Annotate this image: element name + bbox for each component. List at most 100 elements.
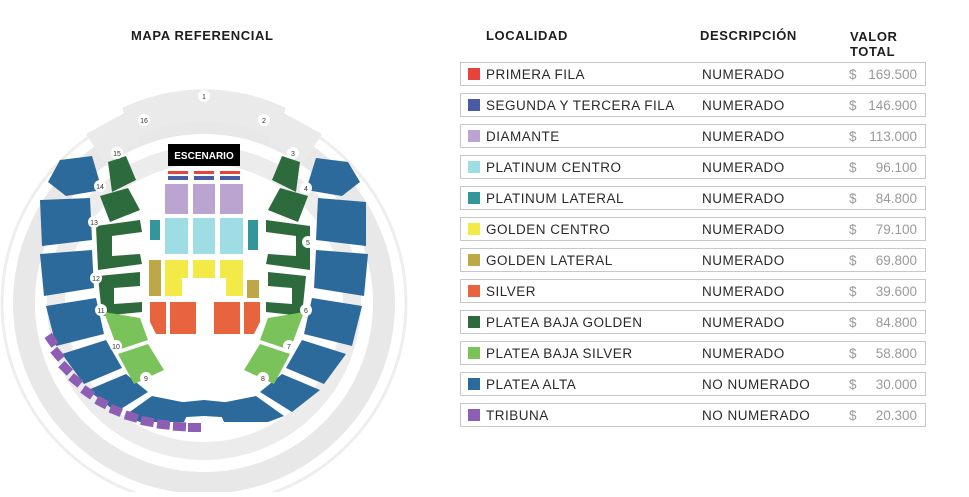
- seat-description: NUMERADO: [702, 315, 785, 330]
- platea-alta-right-4[interactable]: [304, 298, 362, 346]
- golden-centro-sections[interactable]: [165, 260, 243, 296]
- currency-symbol: $: [849, 129, 857, 144]
- currency-symbol: $: [849, 315, 857, 330]
- platinum-centro-sections[interactable]: [165, 218, 243, 254]
- section-number-4: 4: [304, 186, 308, 193]
- platea-baja-golden-5[interactable]: [266, 220, 310, 270]
- seat-description: NO NUMERADO: [702, 408, 811, 423]
- platea-alta-right-6[interactable]: [260, 374, 320, 412]
- section-number-2: 2: [262, 118, 266, 125]
- platea-alta-left-4[interactable]: [46, 298, 104, 346]
- seat-description: NUMERADO: [702, 284, 785, 299]
- currency-symbol: $: [849, 253, 857, 268]
- upper-ring-gray: [13, 112, 395, 494]
- header-locality: LOCALIDAD: [486, 28, 568, 43]
- platea-baja-golden-3[interactable]: [272, 156, 300, 192]
- locality-name: GOLDEN CENTRO: [486, 222, 611, 237]
- platea-alta-left-5[interactable]: [62, 340, 122, 384]
- venue-map: ESCENARIO: [0, 50, 460, 497]
- section-number-7: 7: [287, 344, 291, 351]
- price-amount: 84.800: [875, 315, 917, 330]
- platea-alta-left-1[interactable]: [48, 156, 102, 196]
- color-swatch: [468, 223, 480, 235]
- section-number-11: 11: [97, 308, 104, 315]
- price-amount: 169.500: [868, 67, 917, 82]
- platea-alta-right-1[interactable]: [306, 158, 360, 196]
- section-number-3: 3: [291, 151, 295, 158]
- platea-alta-right-3[interactable]: [314, 250, 368, 296]
- section-numbers: 1 2 3 4 5 6 7 8 9 10 11 12 13 14 15 16: [88, 90, 314, 384]
- currency-symbol: $: [849, 191, 857, 206]
- section-16-block[interactable]: [86, 112, 138, 162]
- diamante-sections[interactable]: [165, 184, 243, 214]
- seat-description: NUMERADO: [702, 98, 785, 113]
- seat-description: NUMERADO: [702, 129, 785, 144]
- locality-name: PLATEA ALTA: [486, 377, 577, 392]
- seat-description: NO NUMERADO: [702, 377, 811, 392]
- segunda-tercera-fila-rows[interactable]: [168, 176, 240, 180]
- section-1-block[interactable]: [122, 89, 286, 138]
- golden-lateral-left[interactable]: [149, 260, 161, 296]
- section-number-5: 5: [306, 240, 310, 247]
- color-swatch: [468, 285, 480, 297]
- section-number-8: 8: [261, 376, 265, 383]
- platea-baja-golden-4[interactable]: [268, 188, 308, 222]
- price-amount: 69.800: [875, 253, 917, 268]
- platea-alta-right-2[interactable]: [316, 198, 366, 246]
- platea-baja-golden-15[interactable]: [108, 156, 136, 192]
- platea-baja-golden-13[interactable]: [96, 220, 142, 270]
- locality-name: PRIMERA FILA: [486, 67, 586, 82]
- platea-alta-left-6[interactable]: [88, 374, 148, 412]
- platea-alta-right-5[interactable]: [286, 340, 346, 384]
- seat-description: NUMERADO: [702, 222, 785, 237]
- currency-symbol: $: [849, 377, 857, 392]
- currency-symbol: $: [849, 160, 857, 175]
- price-amount: 58.800: [875, 346, 917, 361]
- platea-baja-silver-6[interactable]: [260, 312, 304, 350]
- platinum-lateral-right[interactable]: [248, 220, 258, 250]
- color-swatch: [468, 409, 480, 421]
- platinum-lateral-left[interactable]: [150, 220, 160, 240]
- locality-name: GOLDEN LATERAL: [486, 253, 613, 268]
- section-2-block[interactable]: [270, 112, 322, 162]
- golden-lateral-right[interactable]: [247, 280, 259, 298]
- header-description: DESCRIPCIÓN: [700, 28, 797, 43]
- primera-fila-rows[interactable]: [168, 171, 240, 174]
- price-amount: 113.000: [869, 129, 917, 144]
- platea-alta-bottom[interactable]: [164, 400, 244, 418]
- tribuna-sections[interactable]: [44, 332, 201, 432]
- currency-symbol: $: [849, 284, 857, 299]
- platea-alta-left-2[interactable]: [40, 198, 92, 246]
- section-number-1: 1: [202, 94, 206, 101]
- color-swatch: [468, 192, 480, 204]
- platea-baja-silver-7[interactable]: [244, 344, 290, 384]
- platea-baja-silver-10[interactable]: [118, 344, 164, 384]
- platea-alta-left-3[interactable]: [40, 250, 94, 296]
- price-row[interactable]: GOLDEN LATERAL NUMERADO $69.800: [460, 248, 926, 272]
- section-number-10: 10: [112, 344, 120, 351]
- price-amount: 146.900: [868, 98, 917, 113]
- color-swatch: [468, 99, 480, 111]
- currency-symbol: $: [849, 98, 857, 113]
- seat-description: NUMERADO: [702, 253, 785, 268]
- platea-baja-golden-5b[interactable]: [266, 272, 306, 316]
- silver-sections[interactable]: [150, 302, 260, 334]
- price-amount: 96.100: [875, 160, 917, 175]
- platea-baja-golden-12[interactable]: [98, 272, 142, 316]
- platea-baja-golden-14[interactable]: [100, 188, 140, 222]
- section-number-14: 14: [96, 184, 104, 191]
- stage: [168, 144, 240, 166]
- currency-symbol: $: [849, 222, 857, 237]
- color-swatch: [468, 254, 480, 266]
